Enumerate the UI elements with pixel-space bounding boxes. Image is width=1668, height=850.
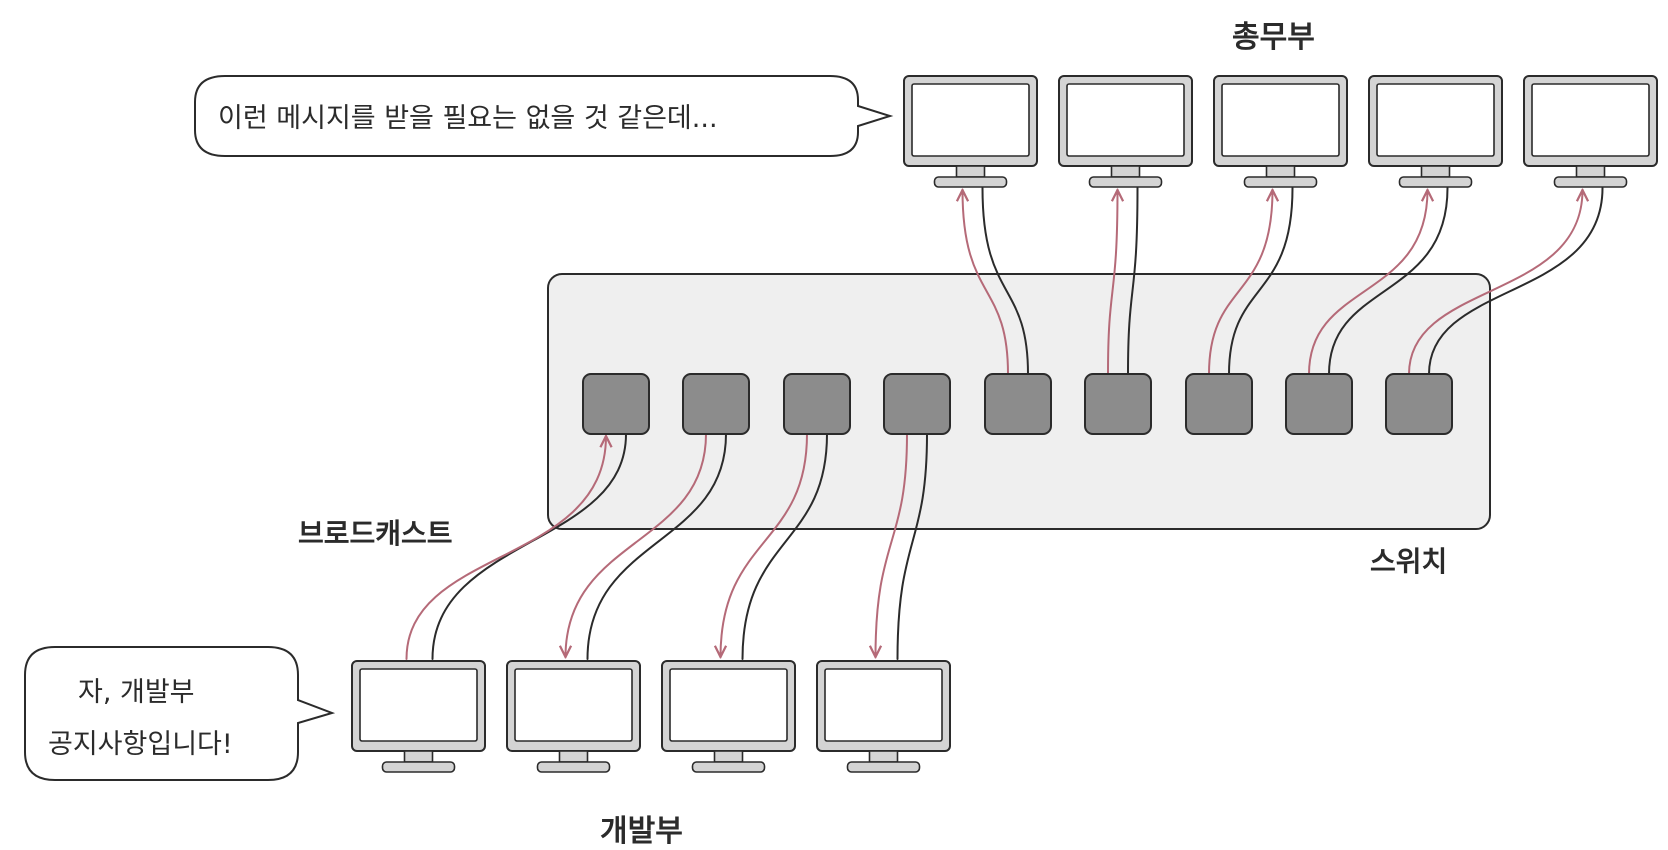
cable-dev-2 (586, 433, 727, 660)
monitor-admin-3 (1213, 75, 1348, 188)
monitor-dev-1 (351, 660, 486, 773)
monitor-admin-5 (1523, 75, 1658, 188)
switch-port-7 (1185, 373, 1253, 435)
switch-port-2 (682, 373, 750, 435)
signal-admin-1 (963, 190, 1009, 375)
broadcast-label: 브로드캐스트 (298, 517, 453, 550)
monitor-dev-3 (661, 660, 796, 773)
switch-port-6 (1084, 373, 1152, 435)
cables-group (405, 187, 1604, 660)
monitor-admin-2 (1058, 75, 1193, 188)
cable-admin-2 (1127, 187, 1139, 375)
signal-admin-2 (1107, 190, 1118, 375)
switch-port-1 (582, 373, 650, 435)
cable-admin-3 (1228, 187, 1294, 375)
monitor-dev-2 (506, 660, 641, 773)
switch-port-5 (984, 373, 1052, 435)
switch-port-3 (783, 373, 851, 435)
monitor-dev-4 (816, 660, 951, 773)
bottom-group-label: 개발부 (600, 814, 683, 849)
cable-admin-5 (1428, 187, 1604, 375)
signal-admin-4 (1308, 190, 1428, 375)
signal-dev-source (405, 436, 607, 660)
speech-bubble-bottom-line1: 자, 개발부 (78, 677, 195, 708)
speech-bubble-bottom-line2: 공지사항입니다! (48, 729, 233, 760)
signal-dev-3 (721, 433, 808, 657)
cable-admin-1 (981, 187, 1029, 375)
signal-admin-5 (1408, 190, 1583, 375)
monitor-admin-1 (903, 75, 1038, 188)
top-group-label: 총무부 (1232, 20, 1315, 55)
speech-bubble-top-text: 이런 메시지를 받을 필요는 없을 것 같은데... (218, 103, 718, 134)
switch-ports (582, 373, 1453, 435)
switch-label: 스위치 (1370, 545, 1448, 578)
signal-dev-2 (566, 433, 707, 657)
cable-dev-4 (896, 433, 928, 660)
signal-dev-4 (876, 433, 908, 657)
speech-bubble-top (194, 75, 894, 157)
switch-port-9 (1385, 373, 1453, 435)
cable-admin-4 (1328, 187, 1449, 375)
speech-bubble-bottom (24, 646, 336, 781)
monitor-admin-4 (1368, 75, 1503, 188)
switch-port-8 (1285, 373, 1353, 435)
switch-port-4 (883, 373, 951, 435)
monitors-group (351, 75, 1658, 773)
signal-admin-3 (1208, 190, 1273, 375)
cable-dev-3 (741, 433, 828, 660)
